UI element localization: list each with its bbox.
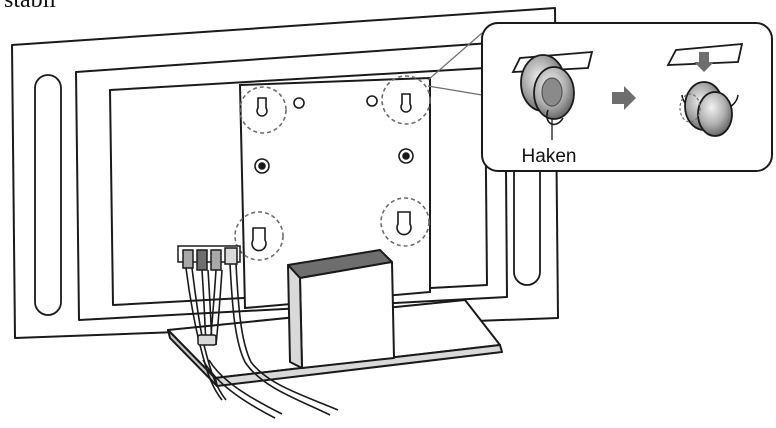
callout-box: Haken bbox=[482, 23, 772, 171]
keyhole-slots bbox=[252, 94, 411, 251]
callout-pointer-lines bbox=[428, 33, 482, 95]
arrow-down-icon bbox=[694, 52, 714, 72]
hook-knob-after bbox=[668, 44, 742, 136]
hook-label: Haken bbox=[522, 146, 577, 167]
stand-neck-cover bbox=[288, 250, 394, 368]
dashed-highlight-circles bbox=[235, 76, 430, 260]
cable-clamp bbox=[198, 335, 216, 345]
cable-connectors bbox=[178, 246, 240, 270]
hook-knob-before bbox=[513, 52, 592, 140]
arrow-right-icon bbox=[612, 86, 636, 110]
plate-screw-holes bbox=[255, 96, 413, 173]
mounting-plate bbox=[240, 78, 430, 308]
cropped-caption-text: stabil bbox=[4, 0, 56, 13]
